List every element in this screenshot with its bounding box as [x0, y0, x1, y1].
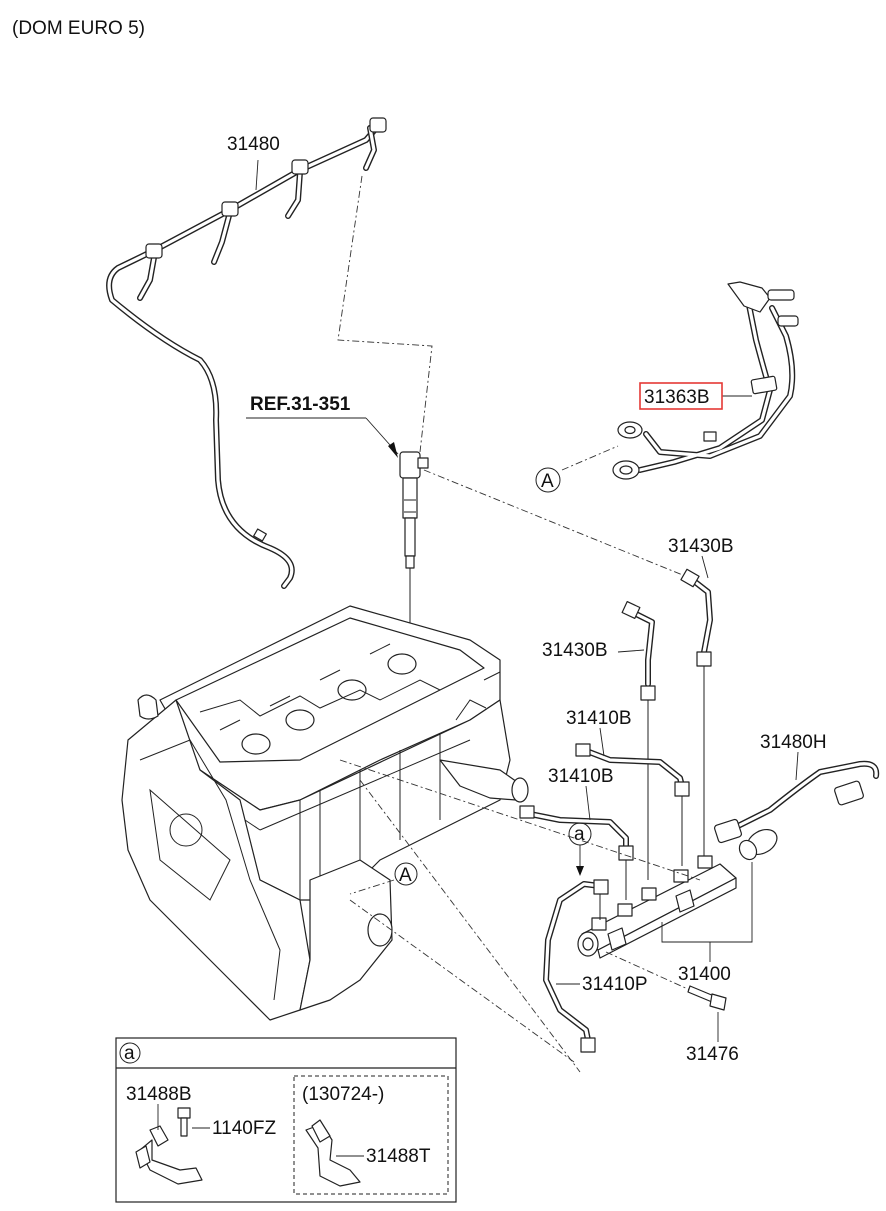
bracket-31488T[interactable]: [305, 1119, 361, 1187]
injector-pipe-31430B-left[interactable]: [621, 601, 656, 701]
fuel-injector[interactable]: [399, 451, 429, 569]
callout-A-engine: A: [399, 865, 412, 886]
label-31480: 31480: [227, 134, 280, 155]
callout-a-engine: a: [574, 824, 585, 845]
inset-label-31488B: 31488B: [126, 1084, 192, 1105]
label-31430B-mid: 31430B: [542, 640, 608, 661]
inset-date-note: (130724-): [302, 1084, 384, 1105]
label-31480H: 31480H: [760, 732, 827, 753]
bracket-31488B[interactable]: [135, 1125, 203, 1185]
label-ref-31-351: REF.31-351: [250, 394, 351, 415]
injector-pipe-31410B-upper[interactable]: [575, 743, 690, 797]
bolt-1140FZ[interactable]: [177, 1107, 191, 1137]
engine-assembly: [121, 605, 529, 1021]
inset-tag: a: [124, 1043, 135, 1064]
inset-label-1140FZ: 1140FZ: [212, 1118, 276, 1139]
highlight-box-31363B: [639, 382, 723, 410]
label-31430B-top: 31430B: [668, 536, 734, 557]
high-pressure-pipe-31410P[interactable]: [543, 879, 609, 1053]
label-31476: 31476: [686, 1044, 739, 1065]
detail-inset-a: a 31488B 1140FZ (130724-) 31488T: [115, 1037, 457, 1203]
label-31410B-top: 31410B: [566, 708, 632, 729]
variant-note: (DOM EURO 5): [12, 18, 145, 39]
fuel-hose-assy-31363B[interactable]: [612, 281, 799, 480]
harness-31480H[interactable]: [713, 760, 880, 863]
label-31410P: 31410P: [582, 974, 648, 995]
label-31400: 31400: [678, 964, 731, 985]
injector-pipe-31410B-lower[interactable]: [519, 805, 634, 861]
bolt-31476[interactable]: [605, 951, 727, 1011]
label-31363B: 31363B: [644, 387, 710, 408]
injector-pipe-31430B-right[interactable]: [680, 568, 713, 667]
label-31410B-mid: 31410B: [548, 766, 614, 787]
callout-A-top: A: [541, 471, 554, 492]
return-hose-31480[interactable]: [106, 117, 387, 589]
inset-label-31488T: 31488T: [366, 1146, 431, 1167]
common-rail-31400[interactable]: [577, 855, 737, 959]
